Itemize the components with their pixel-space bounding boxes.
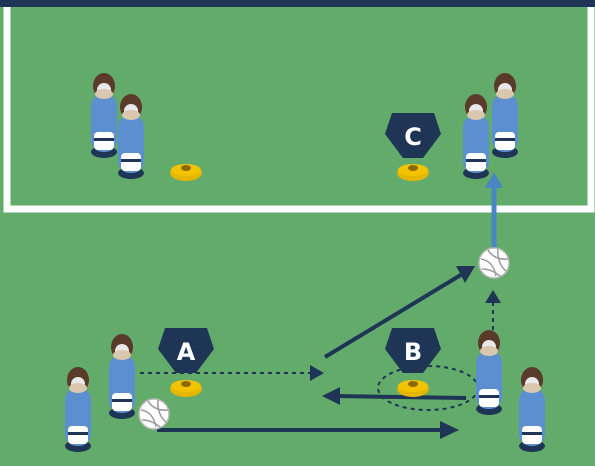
player-bottom-left-front: [109, 334, 135, 419]
cone-c: [397, 164, 429, 181]
marker-a: A: [158, 328, 214, 373]
run-arrow-b-head: [485, 290, 501, 303]
player-top-right-back: [492, 73, 518, 158]
marker-c-label: C: [404, 123, 422, 151]
player-top-left-back: [91, 73, 117, 158]
player-bottom-right-front: [476, 330, 502, 415]
pass-arrow-diagonal: [323, 271, 466, 359]
upper-zone-boundary: [3, 7, 595, 213]
pitch-top-edge: [0, 0, 595, 7]
pass-arrow-return-head: [322, 387, 340, 405]
dribble-arrow-a-head: [310, 365, 324, 381]
marker-b: B: [385, 328, 441, 373]
pass-arrow-return: [335, 394, 467, 400]
marker-c: C: [385, 113, 441, 158]
pass-arrow-diagonal-head: [456, 266, 475, 283]
marker-a-label: A: [177, 338, 196, 366]
ball-start: [138, 398, 170, 430]
player-bottom-left-back: [65, 367, 91, 452]
player-top-left-front: [118, 94, 144, 179]
cone-top-left: [170, 164, 202, 181]
player-bottom-right-back: [519, 367, 545, 452]
marker-b-label: B: [404, 338, 422, 366]
player-top-right-front: [463, 94, 489, 179]
ball-pass: [478, 247, 510, 279]
pass-arrow-bottom-head: [440, 421, 459, 439]
cone-b: [397, 380, 429, 397]
pass-arrow-into-zone-head: [485, 172, 503, 188]
cone-a: [170, 380, 202, 397]
